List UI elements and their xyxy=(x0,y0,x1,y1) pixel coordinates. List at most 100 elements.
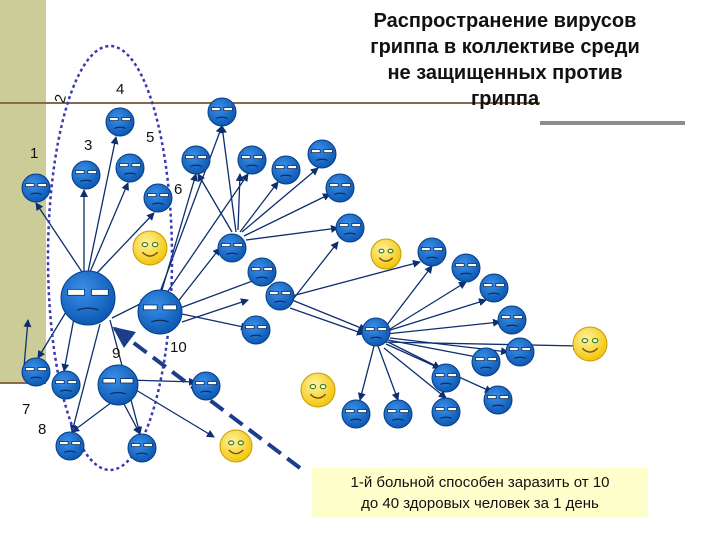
sick-face-icon xyxy=(307,139,337,169)
sick-face-icon xyxy=(181,145,211,175)
infection-arrow xyxy=(241,167,319,233)
sick-face-icon xyxy=(191,371,221,401)
note-line: 1-й больной способен заразить от 10 xyxy=(350,474,610,491)
bottom-divider xyxy=(0,382,46,384)
title-line: Распространение вирусов xyxy=(373,10,637,32)
sick-face-icon xyxy=(55,431,85,461)
node-number-label: 3 xyxy=(84,137,92,154)
infection-arrow xyxy=(381,281,467,335)
sick-face-icon xyxy=(237,145,267,175)
sick-face-icon xyxy=(137,289,183,335)
sick-face-icon xyxy=(417,237,447,267)
infection-arrow xyxy=(87,136,119,273)
infection-arrow xyxy=(159,125,224,293)
sick-face-icon xyxy=(483,385,513,415)
infection-arrow xyxy=(69,323,101,433)
top-divider xyxy=(0,102,540,104)
sick-face-icon xyxy=(341,399,371,429)
sick-face-icon xyxy=(265,281,295,311)
sick-face-icon xyxy=(21,173,51,203)
title-line: гриппа в коллективе среди xyxy=(370,36,640,58)
face-layer xyxy=(21,97,608,463)
infection-arrow xyxy=(35,202,83,273)
infection-arrow xyxy=(135,389,215,438)
healthy-face-icon xyxy=(572,326,608,362)
node-number-label: 4 xyxy=(116,81,124,98)
healthy-face-icon xyxy=(370,238,402,270)
infection-arrow xyxy=(218,125,237,233)
node-number-label: 9 xyxy=(112,345,120,362)
sick-face-icon xyxy=(383,399,413,429)
sick-face-icon xyxy=(51,370,81,400)
sick-face-icon xyxy=(217,233,247,263)
sick-face-icon xyxy=(127,433,157,463)
infection-arrow xyxy=(181,298,249,323)
sick-face-icon xyxy=(335,213,365,243)
infection-note: 1-й больной способен заразить от 10 до 4… xyxy=(312,468,648,518)
infection-arrow xyxy=(239,181,279,233)
diagram-title: Распространение вирусов гриппа в коллект… xyxy=(320,8,690,112)
infection-arrow xyxy=(175,247,221,305)
infection-arrow xyxy=(379,341,581,350)
sick-face-icon xyxy=(471,347,501,377)
sick-face-icon xyxy=(361,317,391,347)
infection-arrow xyxy=(245,224,339,241)
sick-face-icon xyxy=(497,305,527,335)
infection-arrow xyxy=(293,241,339,299)
right-divider xyxy=(540,121,685,125)
sick-face-icon xyxy=(247,257,277,287)
node-number-label: 2 xyxy=(51,93,70,105)
sick-face-icon xyxy=(97,364,139,406)
healthy-face-icon xyxy=(300,372,336,408)
sick-face-icon xyxy=(71,160,101,190)
infection-arrow xyxy=(95,212,155,275)
node-number-label: 8 xyxy=(38,421,46,438)
node-number-label: 7 xyxy=(22,401,30,418)
sick-face-icon xyxy=(143,183,173,213)
healthy-face-icon xyxy=(219,429,253,463)
infection-arrow xyxy=(291,259,421,297)
sick-face-icon xyxy=(451,253,481,283)
healthy-face-icon xyxy=(132,230,168,266)
node-number-label: 5 xyxy=(146,129,154,146)
infection-arrow xyxy=(289,307,365,336)
sick-face-icon xyxy=(271,155,301,185)
infection-arrow xyxy=(161,173,198,291)
infection-arrow xyxy=(243,193,331,237)
sick-face-icon xyxy=(105,107,135,137)
title-line: не защищенных против xyxy=(387,62,623,84)
infection-arrow xyxy=(383,298,487,333)
node-number-label: 10 xyxy=(170,339,187,356)
sick-face-icon xyxy=(505,337,535,367)
infection-arrow xyxy=(387,341,441,369)
infection-arrow xyxy=(197,173,233,233)
infection-arrow xyxy=(235,173,244,231)
infection-arrow xyxy=(165,173,249,295)
sick-face-icon xyxy=(325,173,355,203)
infection-arrow xyxy=(291,299,367,332)
sick-face-icon xyxy=(60,270,116,326)
infection-arrow xyxy=(89,182,129,273)
infection-arrow xyxy=(357,345,375,401)
infection-arrow xyxy=(379,265,433,335)
title-line: гриппа xyxy=(470,88,540,110)
infection-arrow xyxy=(61,317,75,372)
infection-arrow xyxy=(385,318,501,335)
infection-arrow xyxy=(383,347,447,399)
sick-face-icon xyxy=(431,363,461,393)
node-number-label: 6 xyxy=(174,181,182,198)
infection-arrow xyxy=(23,319,32,368)
sick-face-icon xyxy=(115,153,145,183)
infection-arrow xyxy=(181,313,249,331)
sick-face-icon xyxy=(241,315,271,345)
node-number-label: 1 xyxy=(30,145,38,162)
sick-face-icon xyxy=(479,273,509,303)
sick-face-icon xyxy=(431,397,461,427)
first-patient-ellipse xyxy=(46,44,174,472)
sick-face-icon xyxy=(207,97,237,127)
infection-arrow xyxy=(123,403,141,435)
sick-face-icon xyxy=(21,357,51,387)
infection-arrow xyxy=(377,345,400,401)
dashed-pointer-arrow xyxy=(112,326,302,470)
